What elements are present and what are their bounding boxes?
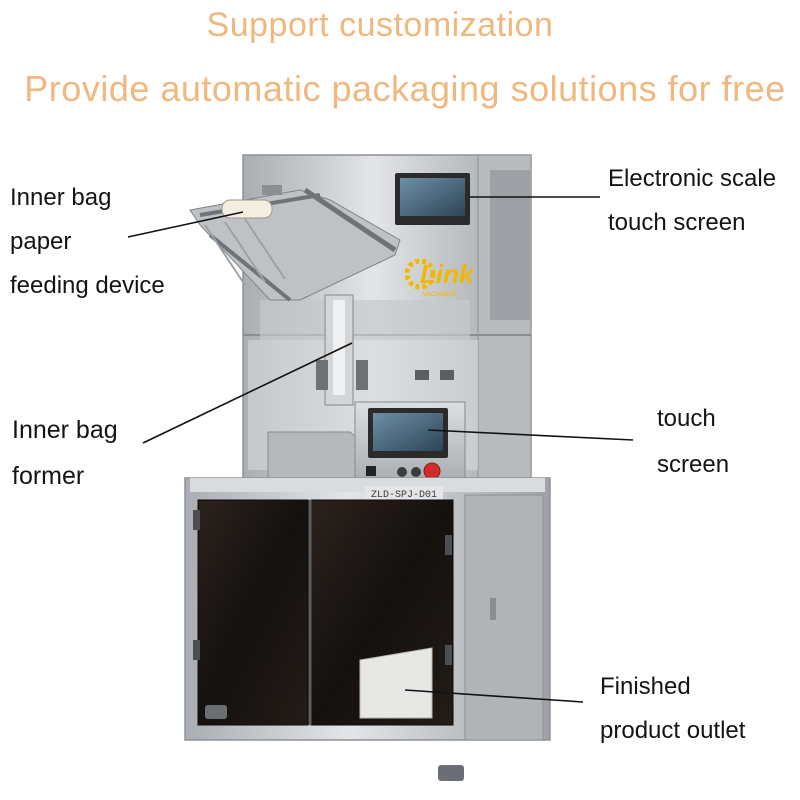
- lower-cabinet: ZLD-SPJ-D01: [184, 477, 551, 741]
- inner-bag-former: [316, 294, 454, 406]
- callout-line: touch: [657, 405, 716, 432]
- callout-line: former: [12, 462, 85, 490]
- callout-finished-product-outlet: Finished product outlet: [600, 665, 745, 753]
- model-plate: ZLD-SPJ-D01: [371, 490, 437, 501]
- logo-subtext: MACHINERY: [422, 292, 458, 298]
- callout-paper-feeding-device: Inner bag paper feeding device: [10, 176, 165, 308]
- logo-text: Link: [420, 259, 475, 289]
- electronic-scale-screen: [395, 173, 470, 225]
- callout-line: Electronic scale: [608, 165, 777, 192]
- paper-feeding-device: [189, 185, 401, 302]
- callout-inner-bag-former: Inner bag former: [12, 407, 118, 499]
- callout-line: Inner bag: [12, 416, 118, 444]
- callout-line: paper: [10, 228, 72, 255]
- callout-line: touch screen: [608, 209, 746, 236]
- callout-line: Finished: [600, 673, 691, 700]
- callout-line: feeding device: [10, 272, 165, 299]
- headline-packaging-solutions: Provide automatic packaging solutions fo…: [24, 68, 786, 109]
- callout-line: Inner bag: [10, 184, 112, 211]
- link-logo: Link MACHINERY: [404, 258, 475, 298]
- callout-touch-screen: touch screen: [657, 396, 729, 488]
- product-outlet: [359, 647, 433, 719]
- machine-feet: [205, 705, 464, 781]
- callout-electronic-scale: Electronic scale touch screen: [608, 157, 776, 245]
- headline-support-customization: Support customization: [206, 6, 554, 44]
- callout-line: screen: [657, 451, 730, 478]
- control-console: [267, 401, 466, 485]
- callout-leader-lines: [127, 196, 634, 703]
- callout-line: product outlet: [600, 717, 746, 744]
